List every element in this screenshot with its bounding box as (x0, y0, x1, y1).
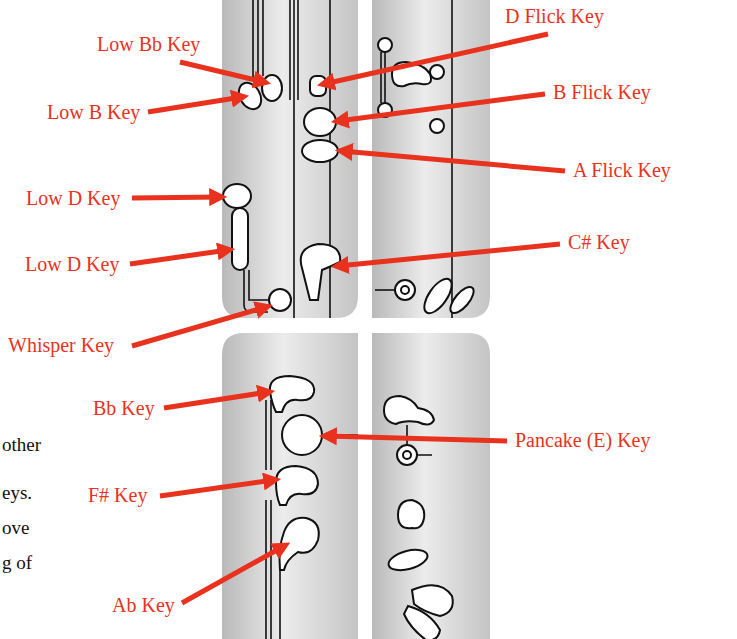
low-d-key-long (232, 208, 248, 270)
part-name: D Flick Key (505, 4, 604, 28)
tube-section (372, 333, 490, 639)
body-text: other (2, 433, 41, 457)
leader-arrow (324, 34, 548, 84)
leader-arrow (180, 62, 264, 82)
c-sharp-key (301, 244, 340, 300)
body-text: ove (2, 516, 29, 540)
b-flick-key (304, 108, 336, 136)
leader-arrow (342, 151, 565, 171)
keys (270, 376, 322, 570)
part-name: Ab Key (112, 593, 175, 617)
tube-section (222, 0, 358, 318)
part-name: Whisper Key (8, 333, 114, 357)
d-flick-key (310, 76, 326, 96)
leader-arrows (130, 34, 565, 603)
whisper-key (269, 289, 291, 311)
part-name: B Flick Key (553, 80, 651, 104)
part-name: Bb Key (93, 396, 155, 420)
keys (384, 396, 453, 639)
part-name: Pancake (E) Key (515, 428, 651, 452)
part-name: Low D Key (25, 252, 119, 276)
leader-arrow (132, 307, 266, 346)
part-name: C# Key (568, 230, 630, 254)
body-text: eys. (2, 481, 32, 505)
low-d-key (223, 184, 251, 208)
leader-arrow (326, 436, 507, 441)
pancake-key (282, 415, 322, 455)
bb-key (270, 376, 314, 412)
ab-key (280, 518, 319, 570)
body-text: g of (2, 551, 32, 575)
f-sharp-key (276, 466, 318, 505)
part-name: F# Key (88, 483, 147, 507)
part-name: Low Bb Key (97, 32, 200, 56)
low-bb-key (262, 75, 282, 101)
part-name: Low B Key (47, 100, 140, 124)
a-flick-key (302, 140, 338, 162)
part-name: Low D Key (26, 186, 120, 210)
keys (223, 75, 340, 311)
leader-arrow (132, 197, 220, 198)
keys (378, 38, 478, 318)
leader-arrow (130, 250, 228, 264)
leader-arrow (160, 480, 274, 496)
leader-arrow (338, 244, 560, 266)
leader-arrow (338, 94, 545, 121)
leader-arrow (164, 392, 268, 408)
part-name: A Flick Key (573, 158, 671, 182)
leader-arrow (148, 97, 242, 112)
leader-arrow (182, 546, 284, 603)
